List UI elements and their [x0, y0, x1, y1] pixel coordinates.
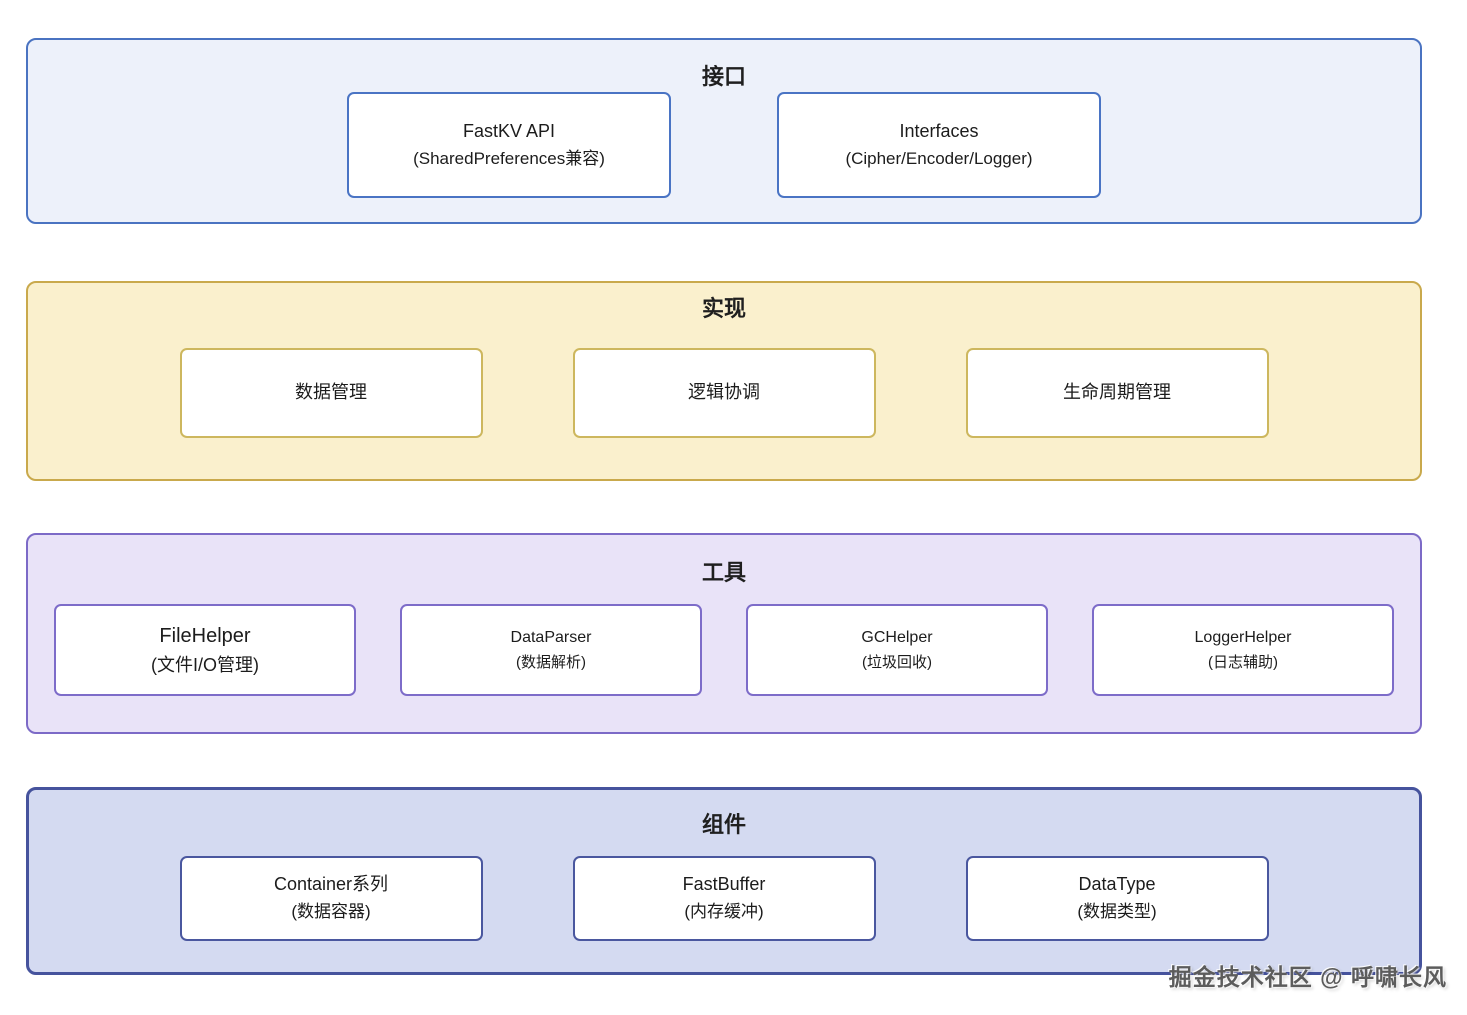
node-interfaces-desc: (Cipher/Encoder/Logger): [845, 148, 1033, 168]
node-lifecycle-management: 生命周期管理: [965, 348, 1269, 438]
node-loggerhelper: LoggerHelper (日志辅助): [1092, 604, 1394, 696]
layer-interface: 接口 FastKV API (SharedPreferences兼容) Inte…: [26, 38, 1422, 224]
node-fastbuffer-name: FastBuffer: [682, 874, 766, 895]
node-filehelper-desc: (文件I/O管理): [151, 654, 259, 675]
layer-tools: 工具 FileHelper (文件I/O管理) DataParser (数据解析…: [26, 533, 1422, 734]
layer-components-box-row: Container系列 (数据容器) FastBuffer (内存缓冲) Dat…: [29, 856, 1419, 941]
node-container-series-name: Container系列: [273, 874, 389, 895]
node-logic-coordination-name: 逻辑协调: [688, 382, 760, 403]
layer-implementation-title: 实现: [701, 296, 746, 321]
layer-implementation: 实现 数据管理 逻辑协调 生命周期管理: [26, 281, 1422, 481]
layer-implementation-box-row: 数据管理 逻辑协调 生命周期管理: [28, 348, 1420, 438]
node-loggerhelper-desc: (日志辅助): [1208, 653, 1278, 671]
node-container-series-desc: (数据容器): [291, 902, 371, 922]
node-datatype: DataType (数据类型): [965, 856, 1269, 941]
node-gchelper-desc: (垃圾回收): [862, 653, 932, 671]
node-dataparser-name: DataParser: [510, 628, 592, 646]
layer-tools-title: 工具: [701, 560, 746, 585]
node-datatype-name: DataType: [1078, 874, 1156, 895]
node-filehelper: FileHelper (文件I/O管理): [54, 604, 356, 696]
node-fastbuffer: FastBuffer (内存缓冲): [572, 856, 876, 941]
node-dataparser-desc: (数据解析): [516, 653, 586, 671]
node-gchelper-name: GCHelper: [861, 628, 933, 646]
node-interfaces-name: Interfaces: [899, 120, 979, 141]
node-loggerhelper-name: LoggerHelper: [1194, 628, 1292, 646]
node-gchelper: GCHelper (垃圾回收): [746, 604, 1048, 696]
node-filehelper-name: FileHelper: [159, 624, 251, 647]
node-data-management: 数据管理: [179, 348, 483, 438]
layer-interface-title: 接口: [701, 64, 746, 89]
node-fastkv-api-name: FastKV API: [462, 120, 556, 141]
node-fastkv-api: FastKV API (SharedPreferences兼容): [347, 92, 671, 198]
layer-components-title: 组件: [701, 812, 746, 837]
node-data-management-name: 数据管理: [295, 382, 367, 403]
node-lifecycle-management-name: 生命周期管理: [1063, 382, 1171, 403]
layer-interface-box-row: FastKV API (SharedPreferences兼容) Interfa…: [28, 92, 1420, 198]
node-fastbuffer-desc: (内存缓冲): [684, 902, 764, 922]
node-fastkv-api-desc: (SharedPreferences兼容): [413, 148, 605, 168]
node-container-series: Container系列 (数据容器): [179, 856, 483, 941]
layer-components: 组件 Container系列 (数据容器) FastBuffer (内存缓冲) …: [26, 787, 1422, 975]
node-interfaces: Interfaces (Cipher/Encoder/Logger): [777, 92, 1101, 198]
node-logic-coordination: 逻辑协调: [572, 348, 876, 438]
node-datatype-desc: (数据类型): [1077, 902, 1157, 922]
layer-tools-box-row: FileHelper (文件I/O管理) DataParser (数据解析) G…: [28, 604, 1420, 696]
watermark: 掘金技术社区 @ 呼啸长风: [1168, 964, 1447, 990]
node-dataparser: DataParser (数据解析): [400, 604, 702, 696]
